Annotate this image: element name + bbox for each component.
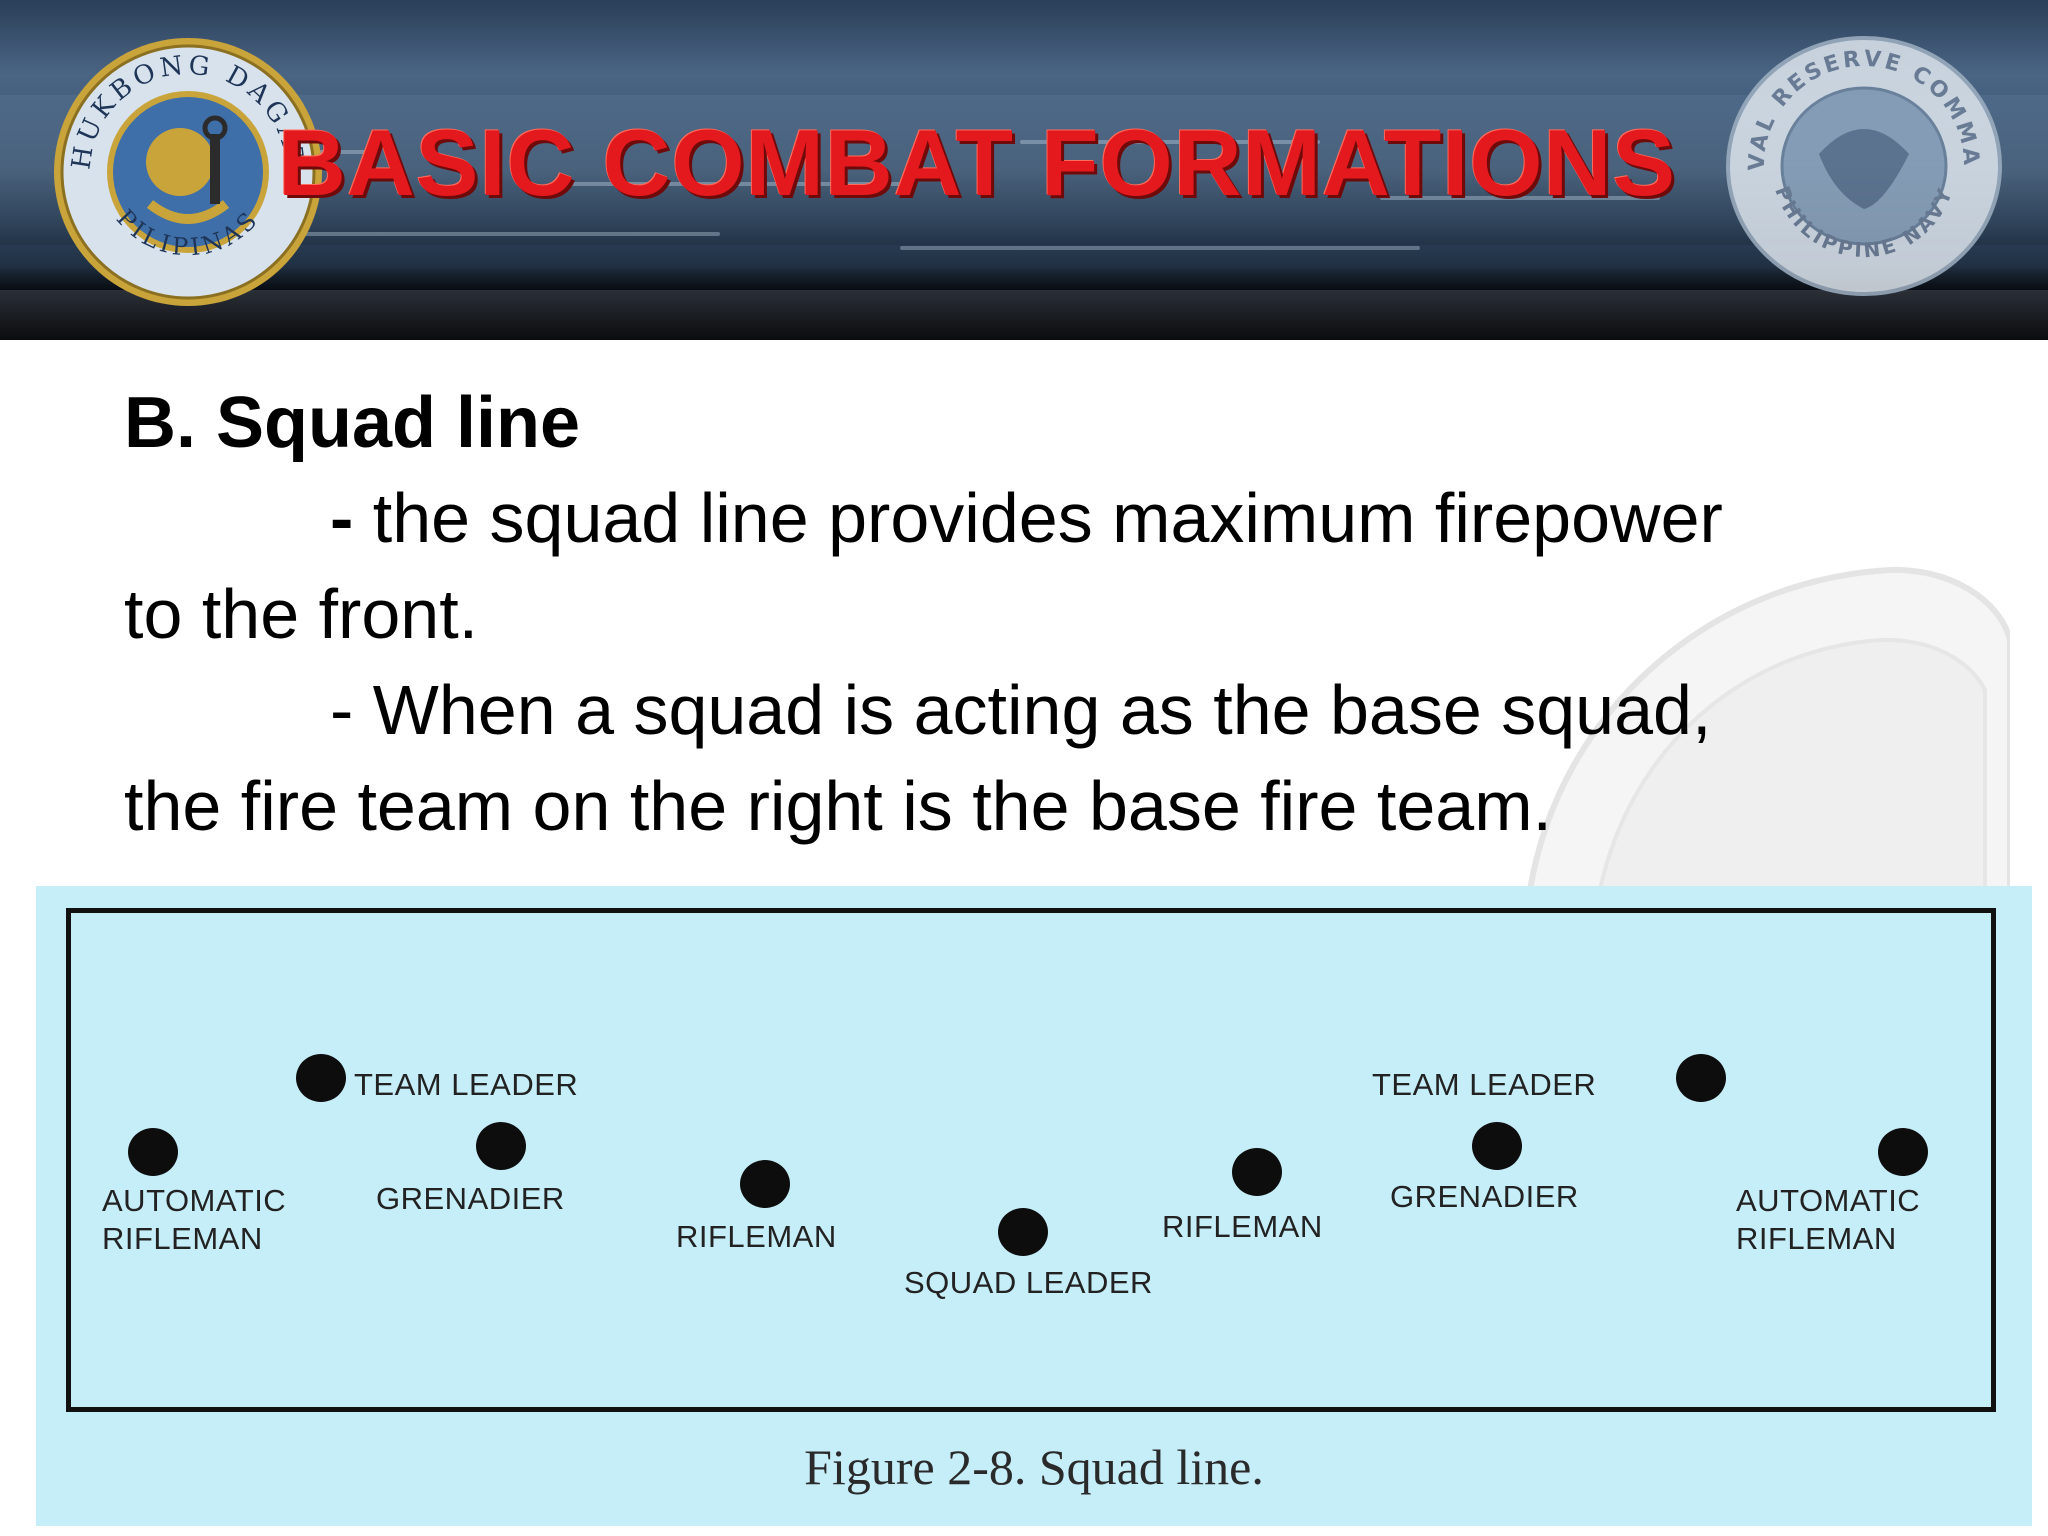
- right-grenadier-label: GRENADIER: [1390, 1179, 1579, 1214]
- wave-line: [1020, 140, 1320, 144]
- figure-frame: [66, 908, 1996, 1412]
- wave-line: [1380, 196, 1660, 200]
- bullet-dash: -: [330, 479, 354, 557]
- left-automatic-rifleman-label: AUTOMATIC RIFLEMAN: [102, 1183, 287, 1256]
- squad-line-figure: TEAM LEADER AUTOMATIC RIFLEMAN GRENADIER…: [36, 886, 2032, 1526]
- left-rifleman-marker: [740, 1160, 790, 1208]
- wave-line: [300, 232, 720, 236]
- left-grenadier-label: GRENADIER: [376, 1181, 565, 1216]
- wave-line: [560, 182, 900, 186]
- squad-leader-marker: [998, 1208, 1048, 1256]
- shoreline: [0, 290, 2048, 340]
- bullet-text-first: When a squad is acting as the base squad…: [353, 671, 1712, 749]
- right-automatic-rifleman-label: AUTOMATIC RIFLEMAN: [1736, 1183, 1921, 1256]
- left-automatic-rifleman-marker: [128, 1128, 178, 1176]
- bullet-point: - the squad line provides maximum firepo…: [124, 470, 1964, 662]
- right-rifleman-label: RIFLEMAN: [1162, 1209, 1323, 1244]
- figure-caption: Figure 2-8. Squad line.: [804, 1439, 1264, 1495]
- slide-body: B. Squad line - the squad line provides …: [124, 376, 1964, 854]
- sea-band: [0, 95, 2048, 245]
- bullet-dash: -: [330, 671, 354, 749]
- right-automatic-rifleman-marker: [1878, 1128, 1928, 1176]
- squad-leader-label: SQUAD LEADER: [904, 1265, 1153, 1300]
- bullet-point: - When a squad is acting as the base squ…: [124, 662, 1964, 854]
- bullet-text-first: the squad line provides maximum firepowe…: [353, 479, 1723, 557]
- wave-line: [900, 246, 1420, 250]
- left-rifleman-label: RIFLEMAN: [676, 1219, 837, 1254]
- left-grenadier-marker: [476, 1122, 526, 1170]
- right-team-leader-label: TEAM LEADER: [1372, 1067, 1597, 1102]
- watermark-seal-icon: [1526, 566, 2010, 890]
- naval-reserve-command-seal-icon: NAVAL RESERVE COMMAND PHILIPPINE NAVY: [1724, 34, 2002, 296]
- left-team-leader-marker: [296, 1054, 346, 1102]
- left-team-leader-label: TEAM LEADER: [354, 1067, 579, 1102]
- right-grenadier-marker: [1472, 1122, 1522, 1170]
- bullet-text-rest: to the front.: [124, 575, 479, 653]
- section-heading: B. Squad line: [124, 383, 581, 463]
- hukbong-dagat-seal-icon: HUKBONG DAGAT PILIPINAS: [54, 38, 322, 306]
- right-team-leader-marker: [1676, 1054, 1726, 1102]
- slide-title: BASIC COMBAT FORMATIONS: [278, 110, 1677, 215]
- right-rifleman-marker: [1232, 1148, 1282, 1196]
- bullet-text-rest: the fire team on the right is the base f…: [124, 767, 1552, 845]
- header-banner: HUKBONG DAGAT PILIPINAS NAVAL RESERVE CO…: [0, 0, 2048, 340]
